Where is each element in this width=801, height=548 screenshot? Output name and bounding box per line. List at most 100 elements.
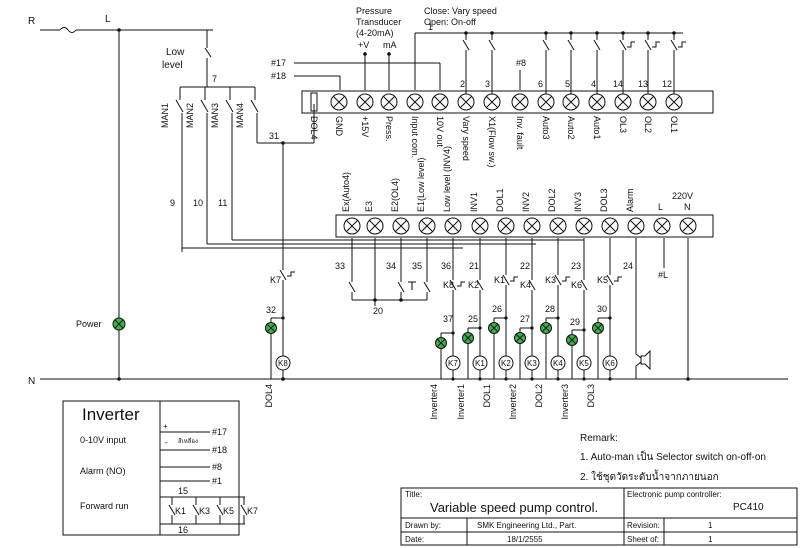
inverter-wire-15: 15 xyxy=(178,486,188,496)
inverter-shield-note: สีเหลือง xyxy=(178,437,198,445)
wire-28: 28 xyxy=(545,304,555,314)
transducer-block: Pressure Transducer (4-20mA) +V mA Close… xyxy=(356,6,683,90)
output-label: Inverter1 xyxy=(456,384,466,420)
coil-label: K1 xyxy=(475,359,485,368)
bottom-terminal-label: N xyxy=(684,202,691,212)
top-terminal-label: OL2 xyxy=(643,116,653,133)
low-level-label-2: level xyxy=(162,60,183,71)
revision-value: 1 xyxy=(708,521,713,530)
output-columns: K8DOL4K7Inverter4K1Inverter1K2DOL1K3Inve… xyxy=(264,238,651,420)
date-value: 18/1/2555 xyxy=(507,535,543,544)
wire-3: 3 xyxy=(485,79,490,89)
rail-l-label: L xyxy=(105,14,111,25)
controller-value: PC410 xyxy=(733,502,764,513)
bottom-terminal-label: E1(Low level) xyxy=(416,157,426,212)
output-label: Inverter3 xyxy=(560,384,570,420)
wire-31: 31 xyxy=(269,131,279,141)
bottom-terminal-label: DOL3 xyxy=(599,188,609,212)
output-label: DOL1 xyxy=(482,384,492,408)
coil-label: K6 xyxy=(605,359,615,368)
date-label: Date: xyxy=(405,535,424,544)
top-terminal-label: Press. xyxy=(384,116,394,142)
sheet-value: 1 xyxy=(708,535,713,544)
wire-13: 13 xyxy=(638,79,648,89)
wire-14: 14 xyxy=(613,79,623,89)
top-terminal-label: GND xyxy=(334,116,344,137)
controller-label: Electronic pump controller: xyxy=(627,490,722,499)
remark-line-2: 2. ใช้ชุดวัดระดับน้ำจากภายนอก xyxy=(580,469,719,483)
rail-r-label: R xyxy=(28,16,35,27)
bottom-terminal-label: Ex(Auto4) xyxy=(341,172,351,212)
drawn-value: SMK Engineering Ltd., Part. xyxy=(477,521,576,530)
wire-1: 1 xyxy=(428,22,433,32)
wire-20: 20 xyxy=(373,306,383,316)
bottom-terminal-label: Low level (INV4) xyxy=(442,146,452,212)
manual-switches: Low level 7 MAN1 MAN2 MAN3 MAN4 9 10 11 … xyxy=(160,30,584,270)
coil-label: K4 xyxy=(553,359,563,368)
forward-contact-label: K7 xyxy=(247,506,258,516)
sheet-label: Sheet of: xyxy=(627,535,659,544)
wire-7: 7 xyxy=(212,74,217,84)
bottom-terminal-label: E3 xyxy=(364,201,374,212)
wire-23: 23 xyxy=(571,261,581,271)
revision-label: Revision: xyxy=(627,521,660,530)
title-text: Variable speed pump control. xyxy=(430,500,598,515)
wire-2: 2 xyxy=(460,79,465,89)
inverter-alarm-label: Alarm (NO) xyxy=(80,466,126,476)
top-terminal-label: Auto1 xyxy=(592,116,602,140)
wire-33: 33 xyxy=(335,261,345,271)
top-terminal-label: Auto3 xyxy=(541,116,551,140)
coil-label: K2 xyxy=(501,359,511,368)
transducer-plus-v: +V xyxy=(358,40,369,50)
inverter-ref-18: #18 xyxy=(212,445,227,455)
wire-5: 5 xyxy=(565,79,570,89)
inverter-ref-17: #17 xyxy=(212,427,227,437)
ref-18: #18 xyxy=(271,71,286,81)
top-terminal-label: Inv. fault xyxy=(515,116,525,150)
bottom-terminal-label: INV1 xyxy=(469,192,479,212)
inverter-wire-16: 16 xyxy=(178,525,188,535)
wire-10: 10 xyxy=(193,198,203,208)
output-label: DOL3 xyxy=(586,384,596,408)
inverter-ref-1: #1 xyxy=(212,476,222,486)
bottom-terminal-label: DOL1 xyxy=(495,188,505,212)
coil-label: K7 xyxy=(448,359,458,368)
e-input-switches: 33 34 35 20 xyxy=(335,238,431,316)
bottom-terminal-label: DOL2 xyxy=(547,188,557,212)
output-label: DOL2 xyxy=(534,384,544,408)
inverter-ref-8: #8 xyxy=(212,462,222,472)
top-terminal-label: Input com. xyxy=(410,116,420,158)
contact-k7-label: K7 xyxy=(270,275,281,285)
contact-k2-label: K2 xyxy=(468,280,479,290)
top-terminal-label: Auto2 xyxy=(566,116,576,140)
top-terminal-label: X1(Flow sw.) xyxy=(487,116,497,168)
drawn-label: Drawn by: xyxy=(405,521,441,530)
output-label: Inverter4 xyxy=(429,384,439,420)
inverter-title: Inverter xyxy=(82,405,140,424)
inverter-box: Inverter 0-10V input + - สีเหลือง #17 #1… xyxy=(62,400,258,536)
man2-label: MAN2 xyxy=(185,103,195,128)
man1-label: MAN1 xyxy=(160,103,170,128)
vary-note-1: Close: Vary speed xyxy=(424,6,497,16)
wire-29: 29 xyxy=(570,317,580,327)
top-terminal-label: OL1 xyxy=(669,116,679,133)
wire-34: 34 xyxy=(386,261,396,271)
top-terminal-label: Vary speed xyxy=(461,116,471,161)
ref-8: #8 xyxy=(516,58,526,68)
bottom-terminal-label: Alarm xyxy=(625,188,635,212)
inverter-forward-label: Forward run xyxy=(80,501,129,511)
wire-36: 36 xyxy=(441,261,451,271)
contact-k5-label: K5 xyxy=(597,275,608,285)
wire-32: 32 xyxy=(266,305,276,315)
wire-35: 35 xyxy=(412,261,422,271)
bottom-terminal-label: E2(OL4) xyxy=(390,178,400,212)
wire-6: 6 xyxy=(538,79,543,89)
transducer-title-3: (4-20mA) xyxy=(356,28,394,38)
wire-4: 4 xyxy=(591,79,596,89)
bottom-terminal-label: INV3 xyxy=(573,192,583,212)
wire-21: 21 xyxy=(469,261,479,271)
contact-k8-label: K8 xyxy=(443,280,454,290)
wire-27: 27 xyxy=(520,314,530,324)
inverter-input-label: 0-10V input xyxy=(80,435,127,445)
remark-title: Remark: xyxy=(580,433,618,444)
